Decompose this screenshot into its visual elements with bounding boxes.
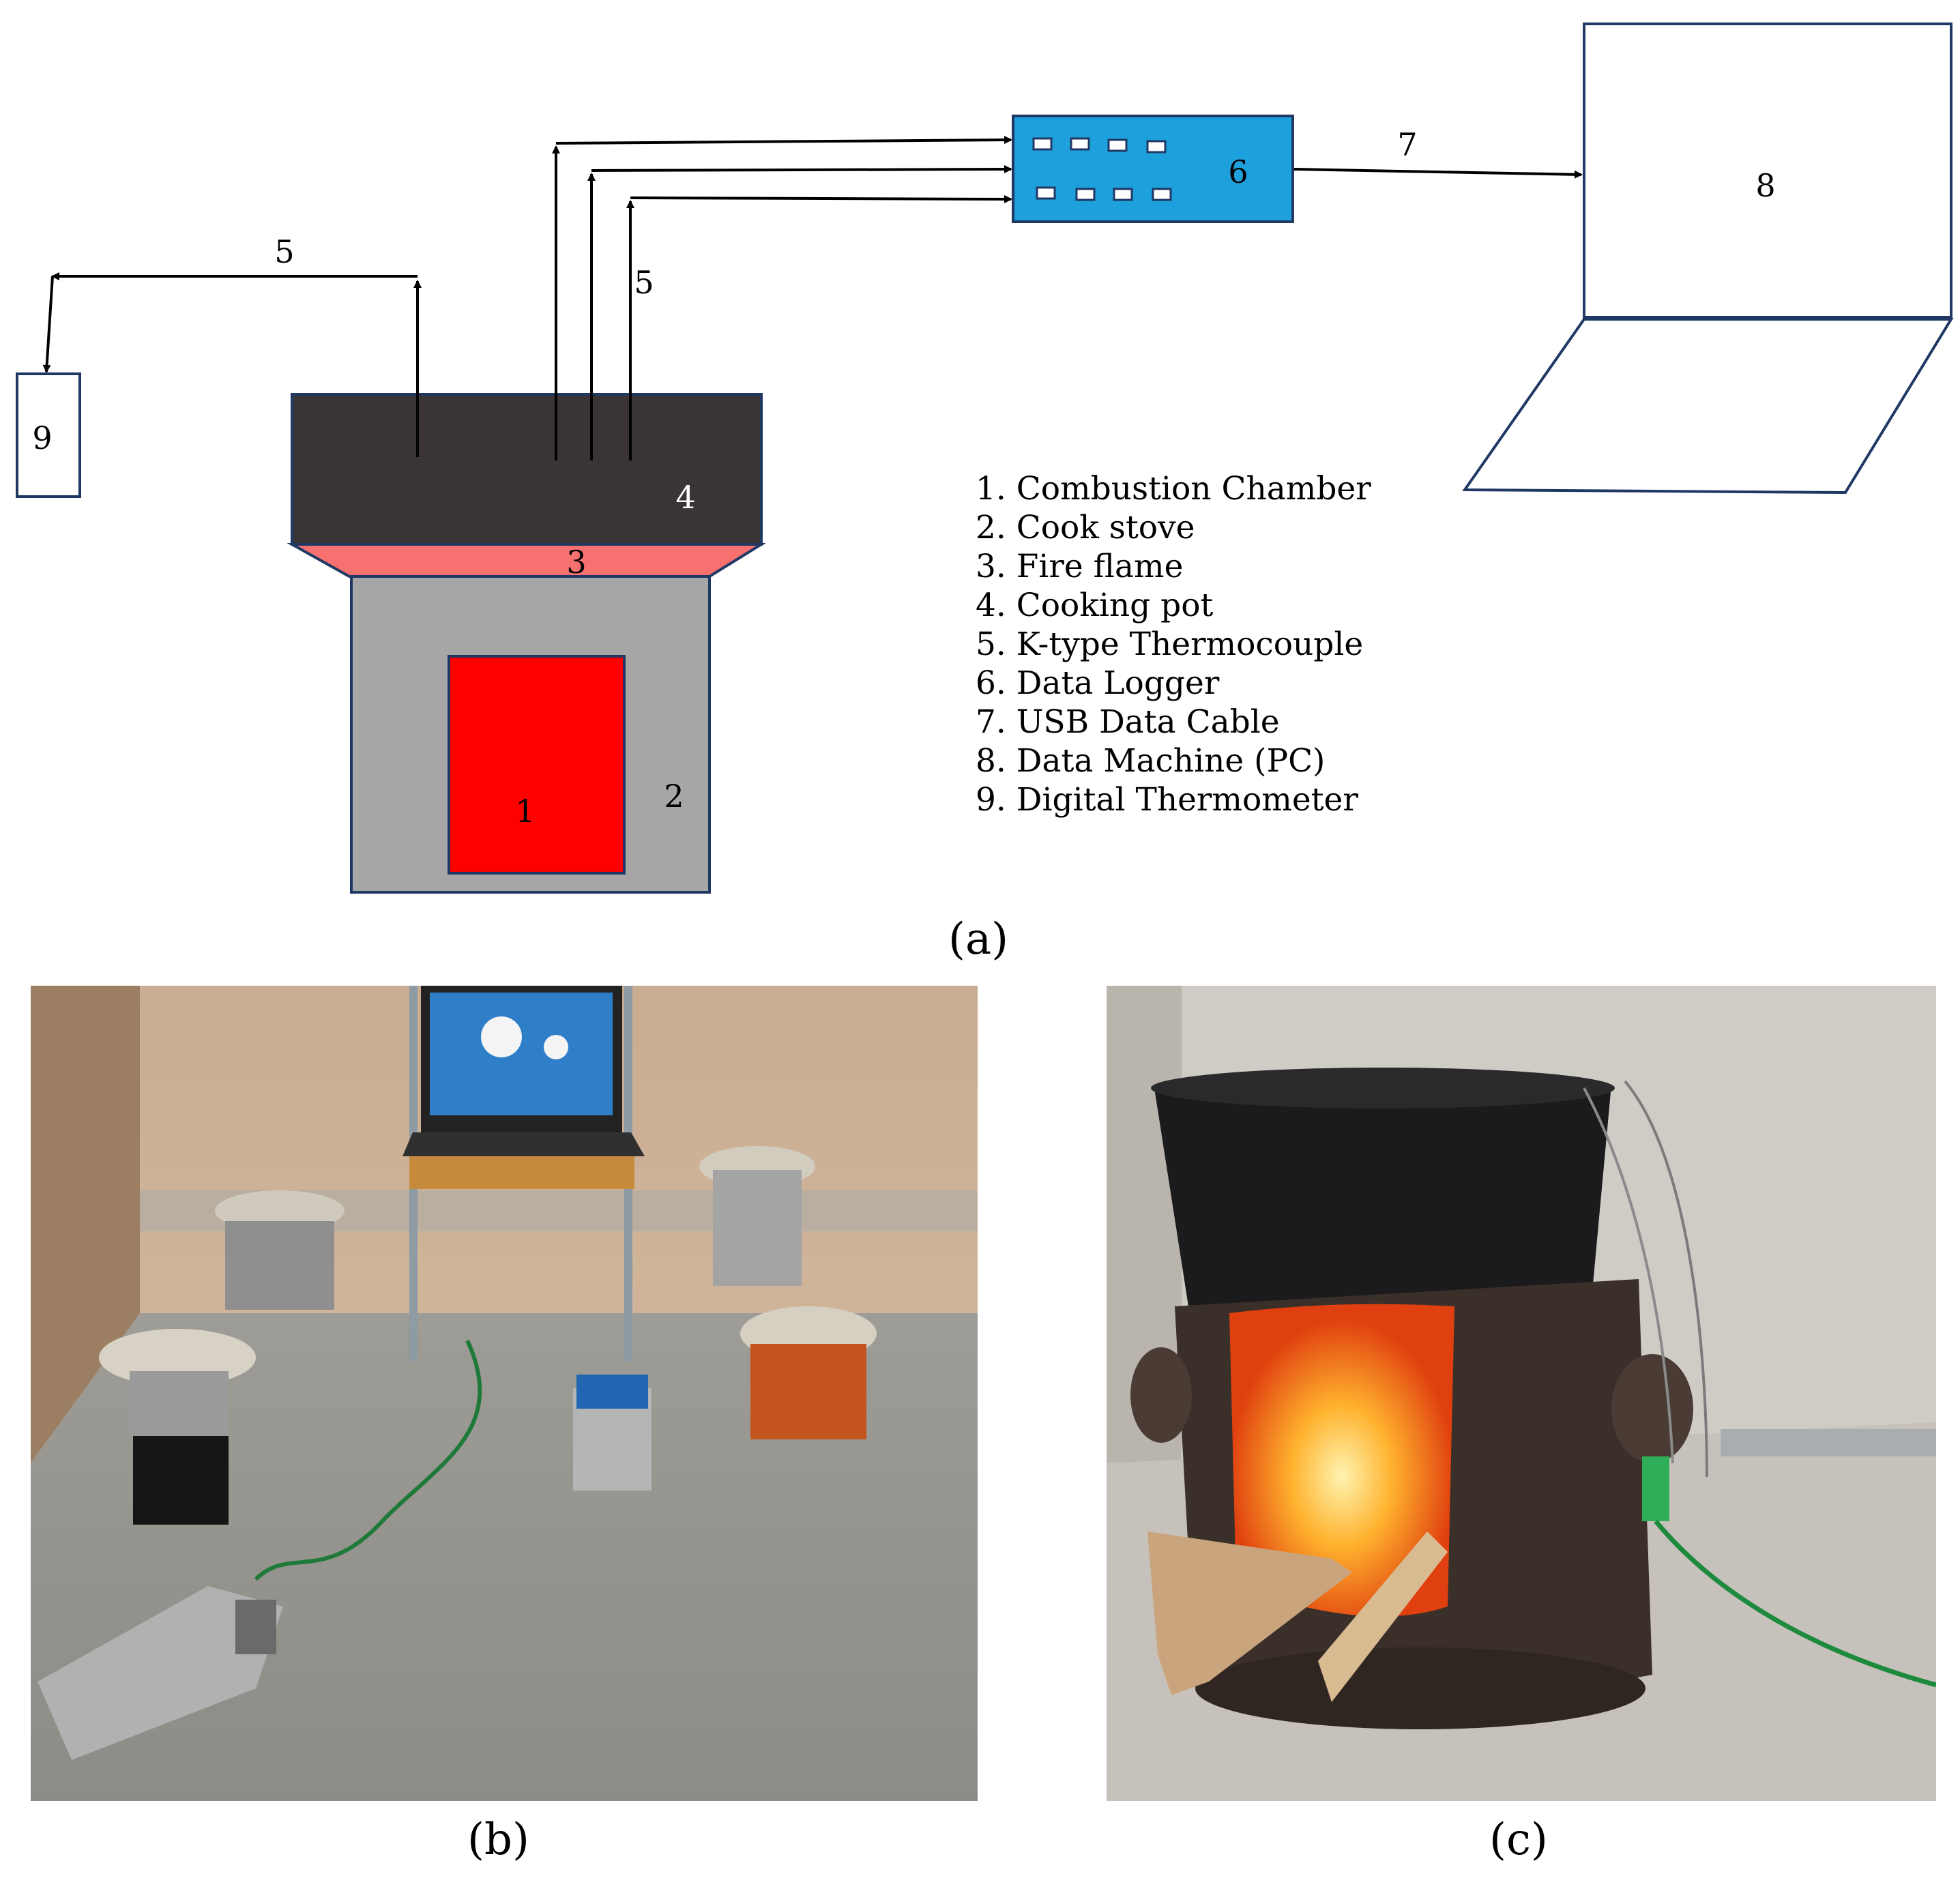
- legend-item: 3. Fire flame: [976, 548, 1184, 585]
- legend-item: 5. K-type Thermocouple: [976, 626, 1364, 663]
- usb-cable-arrow: [1293, 168, 1583, 179]
- cooking-pot: [291, 393, 763, 546]
- legend-item: 2. Cook stove: [976, 509, 1195, 546]
- label-8: 8: [1755, 167, 1775, 204]
- data-logger: [1012, 115, 1294, 223]
- label-5-right: 5: [634, 264, 654, 301]
- label-9: 9: [32, 420, 52, 456]
- label-5-left: 5: [274, 233, 294, 270]
- legend: 1. Combustion Chamber 2. Cook stove 3. F…: [976, 469, 1453, 819]
- setup-photo: [31, 986, 978, 1801]
- logger-port: [1152, 188, 1172, 201]
- legend-item: 4. Cooking pot: [976, 587, 1214, 624]
- logger-port: [1107, 138, 1128, 152]
- caption-b: (b): [467, 1815, 529, 1865]
- digital-thermometer-box: [16, 372, 81, 498]
- laptop-base: [1462, 318, 1954, 495]
- stove-fire-photo: [1107, 986, 1936, 1801]
- legend-item: 1. Combustion Chamber: [976, 470, 1371, 508]
- logger-port: [1146, 140, 1167, 153]
- logger-port: [1075, 188, 1096, 201]
- logger-port: [1036, 186, 1056, 200]
- thermocouple-to-thermometer: [42, 272, 422, 457]
- caption-c: (c): [1489, 1815, 1548, 1865]
- label-1: 1: [515, 793, 535, 830]
- label-4: 4: [675, 479, 695, 516]
- laptop-screen: [1583, 23, 1952, 319]
- label-3: 3: [566, 544, 586, 581]
- label-7: 7: [1397, 126, 1417, 163]
- logger-port: [1113, 188, 1133, 201]
- thermocouples-to-logger: [552, 136, 1012, 460]
- legend-item: 8. Data Machine (PC): [976, 742, 1326, 780]
- laptop: [1462, 23, 1954, 495]
- legend-item: 9. Digital Thermometer: [976, 781, 1358, 819]
- fire-flame: [287, 543, 767, 578]
- label-6: 6: [1228, 153, 1248, 190]
- legend-item: 7. USB Data Cable: [976, 703, 1280, 741]
- logger-ports: [1032, 137, 1172, 201]
- combustion-chamber: [448, 655, 626, 875]
- schematic-diagram: 9 4 3 2 1 5 5 6 7: [16, 23, 1954, 894]
- logger-port: [1070, 137, 1090, 151]
- caption-a: (a): [948, 914, 1009, 965]
- logger-port: [1032, 137, 1053, 151]
- legend-item: 6. Data Logger: [976, 664, 1220, 702]
- label-2: 2: [664, 778, 684, 815]
